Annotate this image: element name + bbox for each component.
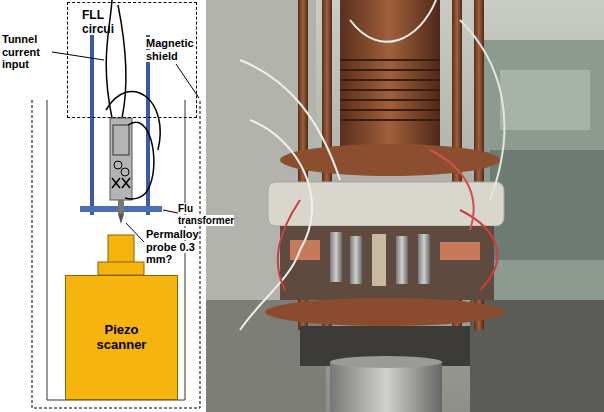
annotation-label: Tunnel current input bbox=[2, 33, 54, 71]
annotation-label: Flu transformer bbox=[178, 203, 240, 226]
label-text: Flu transformer bbox=[178, 203, 234, 226]
node-text: FLL circui bbox=[82, 9, 126, 37]
annotation-label: Magnetic shield bbox=[146, 37, 204, 62]
label-text: Permalloy probe 0.3 mm? bbox=[146, 228, 199, 265]
node-text: Piezo scanner bbox=[87, 323, 157, 353]
annotation-label: Permalloy probe 0.3 mm? bbox=[146, 228, 206, 266]
label-text: Tunnel current input bbox=[2, 33, 40, 70]
piezo-scanner-box: Piezo scanner bbox=[65, 275, 178, 400]
label-text: Magnetic shield bbox=[146, 37, 194, 62]
